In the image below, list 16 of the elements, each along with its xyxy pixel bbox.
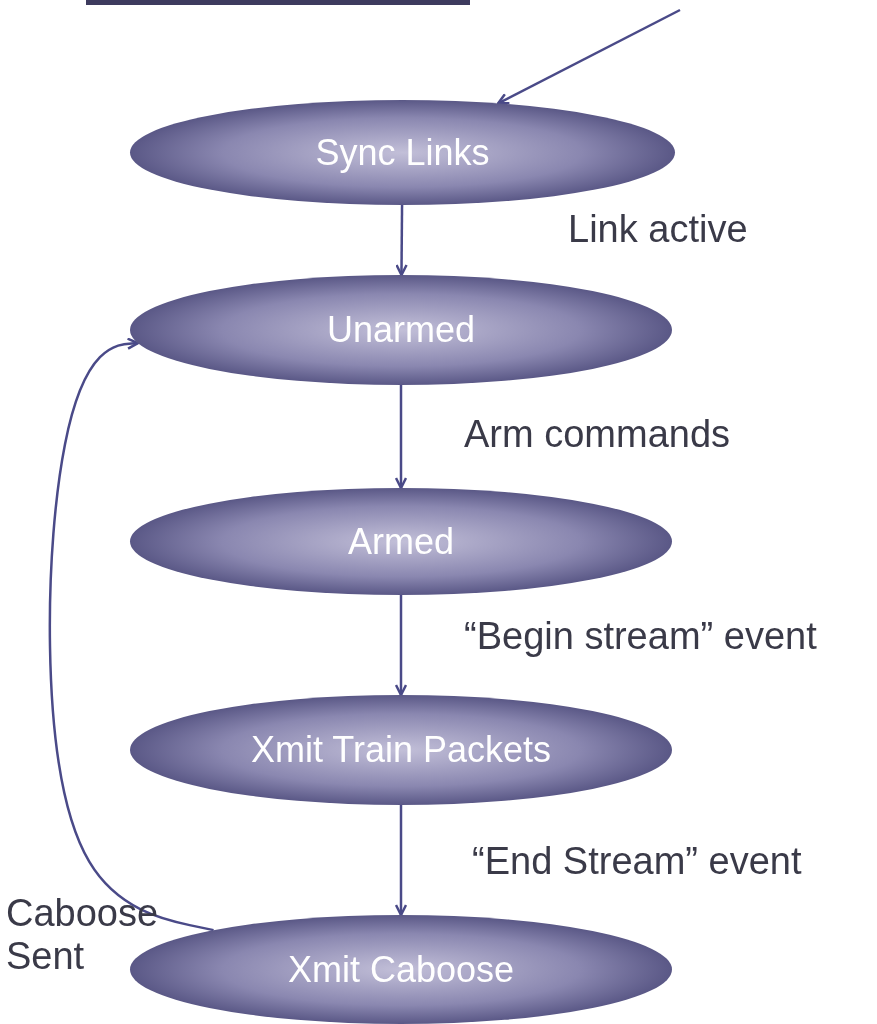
state-ellipse xyxy=(130,488,672,595)
state-label: Sync Links xyxy=(315,131,490,174)
state-label: Xmit Caboose xyxy=(287,948,515,991)
state-ellipse xyxy=(130,275,672,385)
state-ellipse xyxy=(130,100,675,205)
arrow xyxy=(394,805,408,917)
arrow xyxy=(496,8,681,105)
state-label: Armed xyxy=(348,520,454,563)
arrow xyxy=(48,337,214,932)
arrow xyxy=(394,595,408,697)
arrow xyxy=(394,385,408,490)
state-label: Xmit Train Packets xyxy=(250,729,552,771)
state-ellipse xyxy=(130,695,672,805)
edge-label: Caboose Sent xyxy=(5,892,158,978)
arrow xyxy=(395,205,408,277)
state-label: Unarmed xyxy=(326,309,476,351)
